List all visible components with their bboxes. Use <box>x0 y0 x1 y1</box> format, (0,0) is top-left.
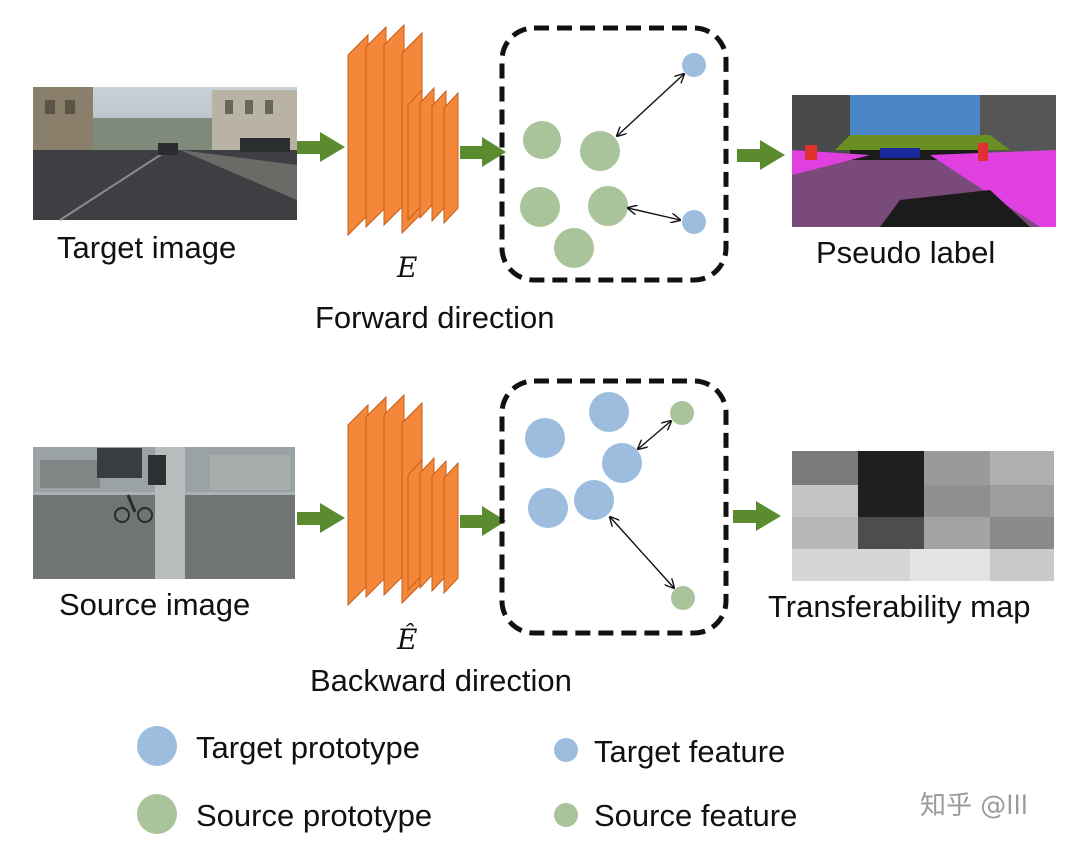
source-prototype-1 <box>523 121 561 159</box>
source-image-label: Source image <box>59 587 251 622</box>
target-prototype-1 <box>525 418 565 458</box>
source-prototype-3 <box>520 187 560 227</box>
flow-arrow-forward-1 <box>297 132 345 162</box>
legend-source-prototype-marker <box>137 794 177 834</box>
source-prototype-5 <box>554 228 594 268</box>
transferability-map-label: Transferability map <box>768 589 1031 624</box>
pseudo-label-image <box>792 95 1056 227</box>
source-feature-1 <box>670 401 694 425</box>
legend-target-feature-marker <box>554 738 578 762</box>
target-prototype-4 <box>528 488 568 528</box>
distance-arrow-4 <box>610 517 674 588</box>
transferability-map-image <box>792 451 1054 581</box>
flow-arrow-backward-2 <box>460 506 506 536</box>
target-prototype-2 <box>589 392 629 432</box>
encoder-backward <box>347 393 459 607</box>
encoder-forward <box>347 23 459 237</box>
distance-arrow-2 <box>628 208 680 220</box>
encoder-forward-symbol: E <box>397 251 418 284</box>
legend-source-feature-marker <box>554 803 578 827</box>
target-image-label: Target image <box>57 230 237 265</box>
flow-arrow-forward-2 <box>460 137 506 167</box>
legend-target-prototype-label: Target prototype <box>196 730 421 765</box>
source-image <box>33 447 295 579</box>
distance-arrow-1 <box>617 74 684 136</box>
encoder-backward-symbol: Ê <box>397 623 418 656</box>
distance-arrow-3 <box>638 421 671 449</box>
feature-space-forward <box>499 25 729 283</box>
target-feature-1 <box>682 53 706 77</box>
flow-arrow-backward-3 <box>733 501 781 531</box>
forward-direction-label: Forward direction <box>315 300 555 335</box>
source-prototype-4 <box>588 186 628 226</box>
target-prototype-5 <box>574 480 614 520</box>
watermark: 知乎 @lll <box>920 791 1028 821</box>
target-prototype-3 <box>602 443 642 483</box>
legend-source-feature-label: Source feature <box>594 798 798 833</box>
pseudo-label-label: Pseudo label <box>816 235 996 270</box>
legend-source-prototype-label: Source prototype <box>196 798 433 833</box>
source-prototype-2 <box>580 131 620 171</box>
legend-target-prototype-marker <box>137 726 177 766</box>
source-feature-2 <box>671 586 695 610</box>
target-feature-2 <box>682 210 706 234</box>
backward-direction-label: Backward direction <box>310 663 572 698</box>
flow-arrow-backward-1 <box>297 503 345 533</box>
flow-arrow-forward-3 <box>737 140 785 170</box>
feature-space-backward <box>499 378 729 636</box>
legend-target-feature-label: Target feature <box>594 734 786 769</box>
target-image <box>33 87 297 221</box>
